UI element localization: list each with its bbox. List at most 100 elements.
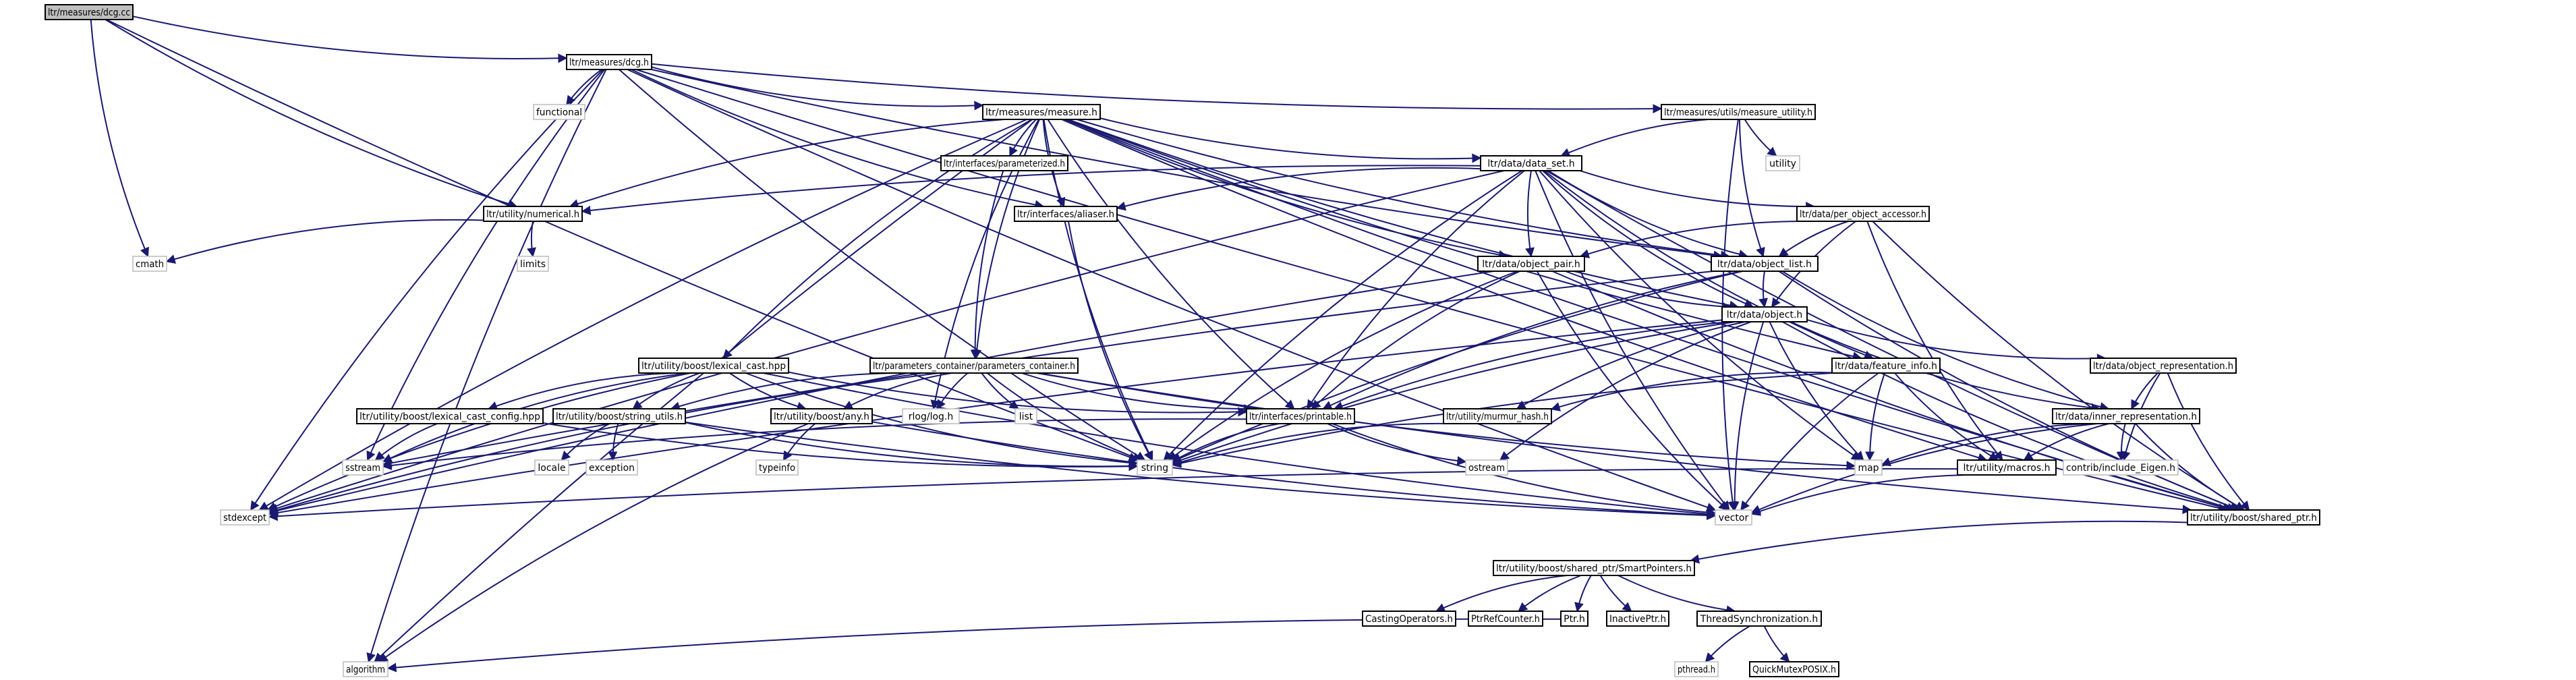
node-box [1749, 661, 1839, 677]
node-box [1246, 408, 1355, 424]
node-data-set-h[interactable]: ltr/data/data_set.h [1480, 155, 1582, 171]
node-box [356, 408, 544, 424]
node-string-utils-h[interactable]: ltr/utility/boost/string_utils.h [552, 408, 686, 424]
edge-dcg-h-to-algorithm [366, 69, 607, 663]
node-box [1480, 155, 1582, 171]
edge-lexical-cast-hpp-to-string-utils-h [632, 372, 700, 409]
edge-printable-h-to-vector [1332, 423, 1717, 517]
node-box [1606, 611, 1669, 627]
node-label: ltr/utility/boost/shared_ptr.h [2190, 513, 2317, 523]
node-layer: ltr/measures/dcg.ccltr/measures/dcg.hfun… [45, 4, 2320, 677]
node-label: ltr/data/object_representation.h [2093, 361, 2233, 372]
edge-data-set-h-to-numerical-h [581, 165, 1481, 215]
node-object-list-h[interactable]: ltr/data/object_list.h [1711, 256, 1819, 272]
node-parameterized-h[interactable]: ltr/interfaces/parameterized.h [940, 155, 1068, 171]
node-label: cmath [136, 259, 164, 270]
node-label: PtrRefCounter.h [1471, 614, 1540, 625]
node-object-h[interactable]: ltr/data/object.h [1721, 306, 1808, 322]
node-murmur-hash-h[interactable]: ltr/utility/murmur_hash.h [1443, 408, 1552, 424]
edge-object-pair-h-to-stdexcept [268, 271, 1494, 515]
node-aliaser-h[interactable]: ltr/interfaces/aliaser.h [1014, 206, 1118, 222]
node-lexical-cast-hpp[interactable]: ltr/utility/boost/lexical_cast.hpp [638, 358, 789, 374]
node-label: sstream [345, 463, 380, 474]
node-object-pair-h[interactable]: ltr/data/object_pair.h [1477, 256, 1585, 272]
edge-data-set-h-to-printable-h [1307, 170, 1525, 410]
node-printable-h[interactable]: ltr/interfaces/printable.h [1246, 408, 1355, 424]
edge-any-h-to-vector [871, 421, 1717, 520]
node-inactiveptr-h[interactable]: InactivePtr.h [1606, 611, 1669, 627]
edge-measure-h-to-parameters-container-h [972, 119, 1041, 360]
node-parameters-container-h[interactable]: ltr/parameters_container/parameters_cont… [869, 358, 1079, 374]
node-castingoperators-h[interactable]: CastingOperators.h [1362, 611, 1456, 627]
node-label: ltr/data/inner_representation.h [2055, 412, 2197, 422]
node-label: ltr/data/per_object_accessor.h [1800, 209, 1926, 220]
node-label: locale [538, 463, 565, 474]
node-inner-representation-h[interactable]: ltr/data/inner_representation.h [2052, 408, 2200, 424]
node-per-object-accessor-h[interactable]: ltr/data/per_object_accessor.h [1796, 206, 1930, 222]
edge-dcg-h-to-object-list-h [651, 69, 1723, 260]
edge-measure-utility-h-to-utility [1744, 119, 1777, 157]
node-cmath: cmath [132, 256, 167, 272]
edge-numerical-h-to-limits [527, 221, 536, 258]
node-ptrrefcounter-h[interactable]: PtrRefCounter.h [1468, 611, 1543, 627]
node-box [869, 358, 1079, 374]
node-box [585, 459, 638, 476]
node-label: ltr/measures/utils/measure_utility.h [1664, 107, 1812, 118]
edge-macros-h-to-stdexcept [268, 468, 1958, 521]
node-box [517, 256, 549, 272]
node-label: ltr/data/object.h [1727, 310, 1803, 320]
node-limits: limits [517, 256, 549, 272]
node-label: Ptr.h [1564, 614, 1585, 625]
edge-object-representation-h-to-inner-representation-h [2131, 372, 2158, 410]
node-ptr-h[interactable]: Ptr.h [1560, 611, 1588, 627]
node-box [755, 459, 799, 476]
edge-data-set-h-to-object-pair-h [1525, 170, 1535, 258]
node-any-h[interactable]: ltr/utility/boost/any.h [770, 408, 873, 424]
node-macros-h[interactable]: ltr/utility/macros.h [1957, 459, 2057, 476]
edge-macros-h-to-vector [1750, 474, 1966, 516]
edge-threadsync-h-to-quickmutex-h [1763, 625, 1790, 663]
edge-object-list-h-to-shared-ptr-h [1778, 271, 2241, 511]
node-label: ThreadSynchronization.h [1700, 614, 1818, 625]
edge-smartpointers-h-to-ptrrefcounter-h [1518, 575, 1582, 612]
edge-feature-info-h-to-string [1171, 372, 1833, 468]
edge-dcg-h-to-aliaser-h [631, 69, 1045, 210]
node-box [566, 54, 652, 70]
node-lexical-cast-config-hpp[interactable]: ltr/utility/boost/lexical_cast_config.hp… [356, 408, 544, 424]
edge-lexical-cast-hpp-to-stdexcept [266, 372, 691, 511]
edge-object-h-to-object-representation-h [1806, 319, 2107, 364]
edge-parameters-container-h-to-shared-ptr-h [1036, 372, 2192, 515]
node-box [940, 155, 1068, 171]
node-box [902, 408, 960, 424]
node-quickmutex-h[interactable]: QuickMutexPOSIX.h [1749, 661, 1839, 677]
node-label: ltr/utility/boost/any.h [774, 412, 869, 422]
node-threadsync-h[interactable]: ThreadSynchronization.h [1696, 611, 1822, 627]
node-numerical-h[interactable]: ltr/utility/numerical.h [483, 206, 583, 222]
node-label: utility [1769, 159, 1796, 169]
edge-object-list-h-to-string [1171, 271, 1743, 463]
edge-measure-h-to-lexical-cast-hpp [722, 119, 1033, 360]
node-include-eigen-h: contrib/include_Eigen.h [2063, 459, 2179, 476]
node-feature-info-h[interactable]: ltr/data/feature_info.h [1831, 358, 1941, 374]
node-label: ltr/utility/macros.h [1964, 463, 2051, 474]
node-box [2052, 408, 2200, 424]
node-measure-utility-h[interactable]: ltr/measures/utils/measure_utility.h [1661, 104, 1816, 120]
node-object-representation-h[interactable]: ltr/data/object_representation.h [2090, 358, 2237, 374]
node-shared-ptr-h[interactable]: ltr/utility/boost/shared_ptr.h [2187, 509, 2320, 526]
node-smartpointers-h[interactable]: ltr/utility/boost/shared_ptr/SmartPointe… [1493, 560, 1695, 576]
node-box [1721, 306, 1808, 322]
node-dcg-h[interactable]: ltr/measures/dcg.h [566, 54, 652, 70]
edge-measure-h-to-parameterized-h [1009, 119, 1037, 157]
edge-feature-info-h-to-murmur-hash-h [1550, 371, 1833, 412]
edge-feature-info-h-to-macros-h [1894, 372, 1999, 461]
edge-string-utils-h-to-exception [608, 423, 619, 461]
node-box [2090, 358, 2237, 374]
edge-object-h-to-string [1171, 321, 1736, 465]
node-measure-h[interactable]: ltr/measures/measure.h [982, 104, 1101, 120]
edge-printable-h-to-sstream [382, 418, 1247, 470]
node-label: ltr/data/object_list.h [1717, 259, 1812, 270]
node-label: typeinfo [759, 463, 795, 474]
node-dcg-cc[interactable]: ltr/measures/dcg.cc [45, 4, 134, 20]
edge-any-h-to-algorithm [378, 423, 809, 662]
node-label: ltr/parameters_container/parameters_cont… [873, 361, 1075, 372]
